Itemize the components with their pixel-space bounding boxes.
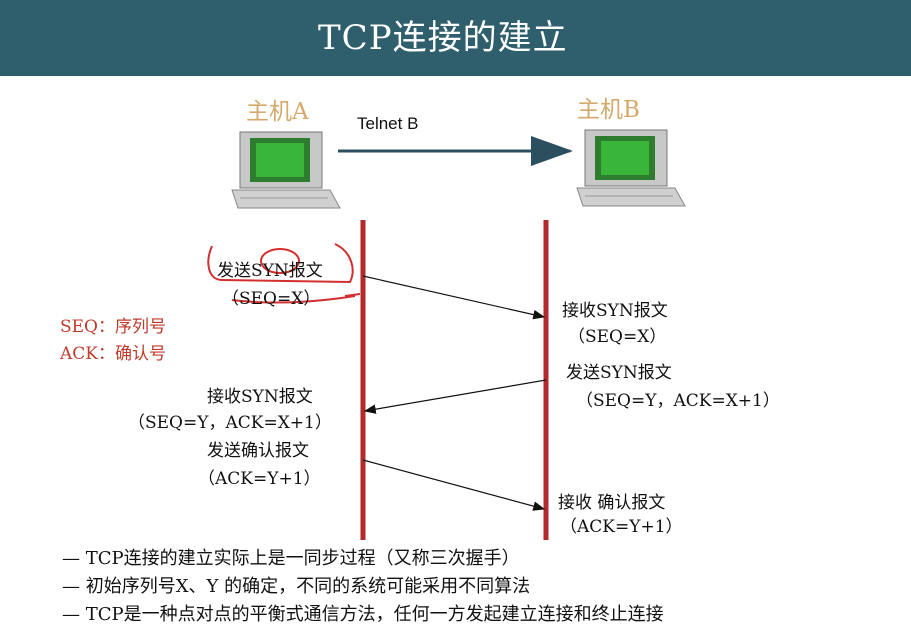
host-b-label: 主机B bbox=[577, 97, 640, 123]
step4-recv-label: 接收SYN报文 bbox=[207, 387, 313, 407]
slide-title: TCP连接的建立 bbox=[318, 18, 568, 58]
step3-seq-label: （SEQ=Y，ACK=X+1） bbox=[576, 391, 780, 411]
note-3: — TCP是一种点对点的平衡式通信方法，任何一方发起建立连接和终止连接 bbox=[62, 604, 664, 625]
syn-ack-arrow bbox=[363, 379, 547, 414]
note-1: — TCP连接的建立实际上是一同步过程（又称三次握手） bbox=[62, 548, 520, 569]
step1-seq-label: （SEQ=X） bbox=[222, 289, 321, 309]
step5-ack-label: （ACK=Y+1） bbox=[198, 469, 321, 489]
note-2: — 初始序列号X、Y 的确定，不同的系统可能采用不同算法 bbox=[62, 576, 531, 597]
computer-a-icon bbox=[231, 131, 341, 209]
step6-recv-label: 接收 确认报文 bbox=[558, 493, 666, 513]
syn-arrow bbox=[362, 275, 546, 320]
step2-recv-label: 接收SYN报文 bbox=[562, 301, 668, 321]
step2-seq-label: （SEQ=X） bbox=[568, 327, 667, 347]
step4-seq-label: （SEQ=Y，ACK=X+1） bbox=[128, 413, 332, 433]
step5-send-label: 发送确认报文 bbox=[207, 441, 309, 461]
computer-b-icon bbox=[576, 129, 686, 207]
legend-ack: ACK：确认号 bbox=[60, 344, 166, 364]
step1-send-label: 发送SYN报文 bbox=[217, 261, 323, 281]
telnet-label: Telnet B bbox=[357, 114, 419, 133]
legend-seq: SEQ：序列号 bbox=[60, 317, 166, 337]
red-annotation-scribble bbox=[207, 243, 361, 304]
title-bar: TCP连接的建立 bbox=[0, 0, 911, 76]
step3-send-label: 发送SYN报文 bbox=[566, 363, 672, 383]
host-a-label: 主机A bbox=[246, 99, 309, 125]
step6-ack-label: （ACK=Y+1） bbox=[560, 517, 683, 537]
ack-arrow bbox=[362, 459, 546, 511]
